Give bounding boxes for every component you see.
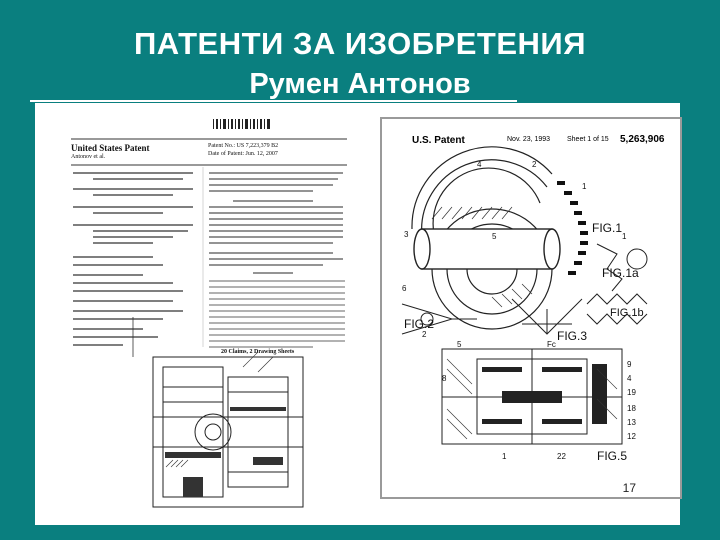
svg-text:18: 18	[627, 404, 636, 413]
patent-number: Patent No.: US 7,223,379 B2	[208, 143, 279, 149]
patent-claims: 20 Claims, 2 Drawing Sheets	[221, 349, 295, 355]
svg-text:5: 5	[492, 232, 497, 241]
svg-text:4: 4	[477, 160, 482, 169]
svg-text:1: 1	[502, 452, 507, 461]
fig-label-1b: FIG.1b	[610, 307, 644, 319]
patent-header: United States Patent	[71, 143, 150, 153]
patent-inventor: Antonov et al.	[71, 154, 106, 160]
title-block: ПАТЕНТИ ЗА ИЗОБРЕТЕНИЯ Румен Антонов	[0, 26, 720, 101]
fig-label-1: FIG.1	[592, 221, 623, 235]
svg-text:9: 9	[627, 360, 632, 369]
slide-number: 17	[622, 481, 636, 495]
fig-label-2: FIG.2	[404, 317, 435, 331]
fig-label-3: FIG.3	[557, 329, 588, 343]
svg-text:3: 3	[404, 230, 409, 239]
slide-subtitle: Румен Антонов	[249, 68, 471, 100]
title-divider	[30, 100, 517, 102]
sheet-count: Sheet 1 of 15	[567, 136, 609, 143]
patent-drawing-sheet: U.S. Patent Nov. 23, 1993 Sheet 1 of 15 …	[380, 117, 682, 499]
sheet-header: U.S. Patent	[412, 135, 465, 146]
patent-front-page: United States Patent Antonov et al. Pate…	[63, 117, 355, 517]
svg-text:2: 2	[422, 330, 427, 339]
document-frame: United States Patent Antonov et al. Pate…	[35, 103, 682, 525]
patent-front-page-graphic	[71, 119, 347, 508]
svg-text:Fc: Fc	[547, 340, 556, 349]
svg-text:13: 13	[627, 418, 636, 427]
svg-text:22: 22	[557, 452, 566, 461]
svg-text:5: 5	[457, 340, 462, 349]
fig-label-5: FIG.5	[597, 449, 628, 463]
fig-label-1a: FIG.1a	[602, 266, 639, 280]
svg-text:19: 19	[627, 388, 636, 397]
slide-title: ПАТЕНТИ ЗА ИЗОБРЕТЕНИЯ	[134, 26, 586, 61]
svg-text:12: 12	[627, 432, 636, 441]
sheet-patent-number: 5,263,906	[620, 134, 665, 145]
svg-text:6: 6	[402, 284, 407, 293]
svg-text:8: 8	[442, 374, 447, 383]
svg-text:1: 1	[622, 232, 627, 241]
svg-text:4: 4	[627, 374, 632, 383]
sheet-date: Nov. 23, 1993	[507, 136, 551, 143]
patent-date: Date of Patent: Jun. 12, 2007	[208, 151, 278, 157]
svg-text:1: 1	[582, 182, 587, 191]
svg-text:2: 2	[532, 160, 537, 169]
